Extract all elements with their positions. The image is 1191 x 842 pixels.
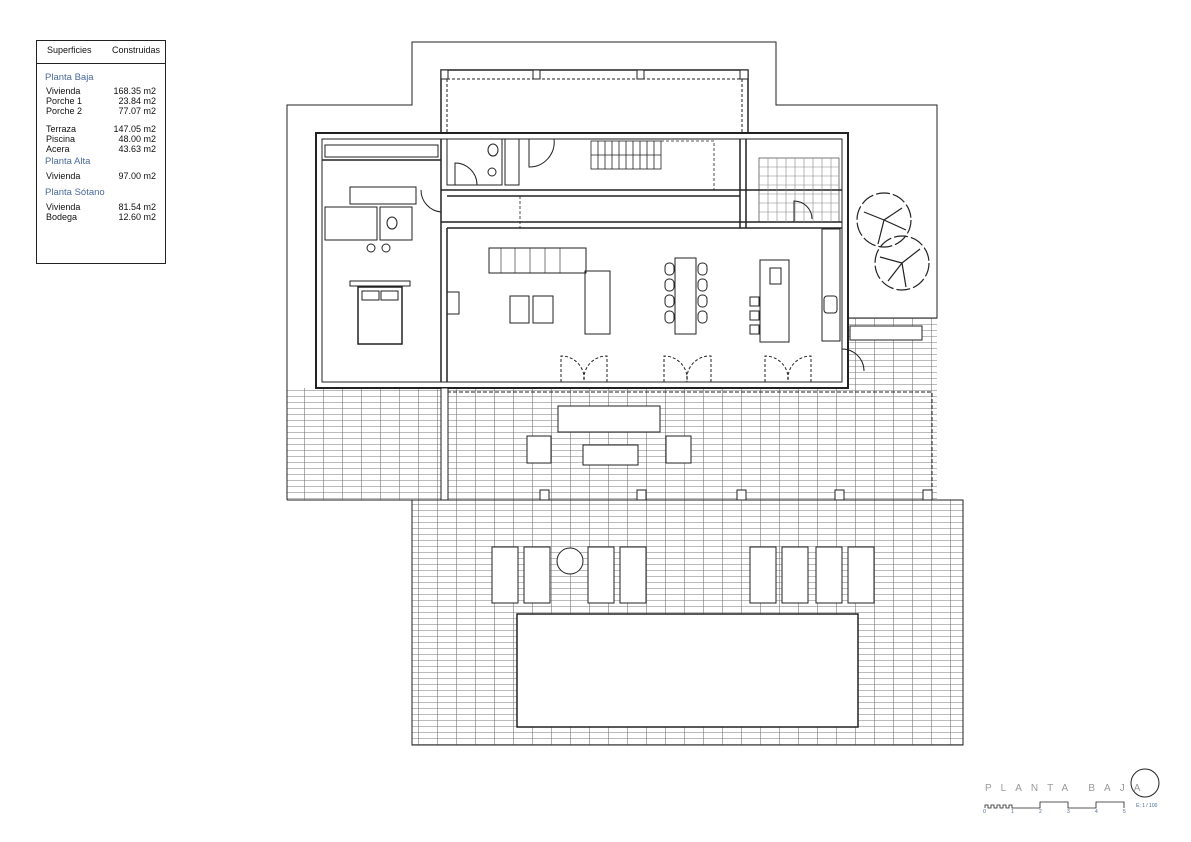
bath-counter [349,186,417,205]
area-value: 147.05 m2 [113,124,156,134]
area-label: Bodega [46,212,78,222]
scale-tick: 1 [1011,809,1014,815]
side-table [556,547,584,575]
tree-icon [856,192,930,291]
outdoor-lounge [526,405,692,466]
staircase [519,140,715,228]
fireplace [446,291,460,315]
area-value: 48.00 m2 [118,134,156,144]
area-label: Acera [46,144,70,154]
area-value: 97.00 m2 [118,171,156,181]
coffee-table [582,444,639,466]
kitchen-counter [821,228,841,342]
area-label: Porche 1 [46,96,83,106]
headboard [349,280,411,287]
area-row: Vivienda 168.35 m2 [37,86,165,96]
door-swing [420,189,442,213]
scale-tick: 4 [1095,809,1098,815]
section-title: Planta Baja [45,72,94,83]
sofa [584,270,611,335]
area-label: Piscina [46,134,76,144]
porch-roof-dashed [446,78,743,134]
area-label: Terraza [46,124,77,134]
area-row: Vivienda 81.54 m2 [37,202,165,212]
stool [749,296,760,307]
cooktop [769,267,782,285]
area-row: Porche 2 77.07 m2 [37,106,165,116]
scale-tick: 3 [1067,809,1070,815]
door-swing [841,348,865,372]
pillow [380,290,399,301]
closet [504,138,520,186]
door-swing [454,162,478,186]
section-title: Planta Sótano [45,187,105,198]
pillow [361,290,380,301]
area-label: Vivienda [46,202,81,212]
area-label: Vivienda [46,171,81,181]
outdoor-counter [849,325,923,341]
outdoor-sofa [557,405,661,433]
shower [324,206,378,241]
door-swing [528,138,555,168]
area-row: Acera 43.63 m2 [37,144,165,154]
sink [381,243,391,253]
bed [357,286,403,345]
scale-label: E: 1 / 100 [1136,803,1158,809]
french-doors [560,355,812,383]
scale-tick: 2 [1039,809,1042,815]
area-value: 43.63 m2 [118,144,156,154]
wardrobe [324,144,439,158]
kitchen-sink [823,295,838,314]
wc-area [379,206,413,241]
stool [749,324,760,335]
door-swing [793,200,813,222]
header-superficies: Superficies [47,45,92,55]
terrace-deck [287,388,937,500]
scale-tick: 0 [983,809,986,815]
sofa [488,247,587,274]
area-value: 81.54 m2 [118,202,156,212]
area-row: Porche 1 23.84 m2 [37,96,165,106]
area-value: 12.60 m2 [118,212,156,222]
wc-room [446,138,503,186]
areas-table: Superficies Construidas Planta Baja Vivi… [36,40,166,264]
sink [366,243,376,253]
header-construidas: Construidas [111,45,160,55]
toilet [386,216,398,230]
section-title: Planta Alta [45,156,91,167]
north-circle [1130,768,1160,798]
columns [440,387,933,501]
columns [440,69,749,80]
scale-bar [984,801,1125,809]
area-label: Porche 2 [46,106,83,116]
area-row: Terraza 147.05 m2 [37,124,165,134]
stool [749,310,760,321]
area-value: 168.35 m2 [113,86,156,96]
drawing-title: PLANTA BAJA [985,783,1150,794]
swimming-pool [516,613,859,728]
area-row: Bodega 12.60 m2 [37,212,165,222]
outdoor-armchair [665,435,692,464]
area-row: Vivienda 97.00 m2 [37,171,165,181]
dining-table [674,257,697,335]
area-value: 77.07 m2 [118,106,156,116]
armchair [509,295,530,324]
area-row: Piscina 48.00 m2 [37,134,165,144]
house-exterior-wall [315,132,849,389]
sink [487,167,497,177]
area-label: Vivienda [46,86,81,96]
armchair [532,295,554,324]
kitchen-island [759,259,790,343]
outdoor-armchair [526,435,552,464]
plot-outline [286,41,938,501]
tiled-room [758,157,840,223]
scale-tick: 5 [1123,809,1126,815]
sun-loungers [491,546,875,604]
toilet [487,143,499,157]
dining-chairs [664,262,708,324]
area-value: 23.84 m2 [118,96,156,106]
areas-table-header: Superficies Construidas [37,41,165,64]
